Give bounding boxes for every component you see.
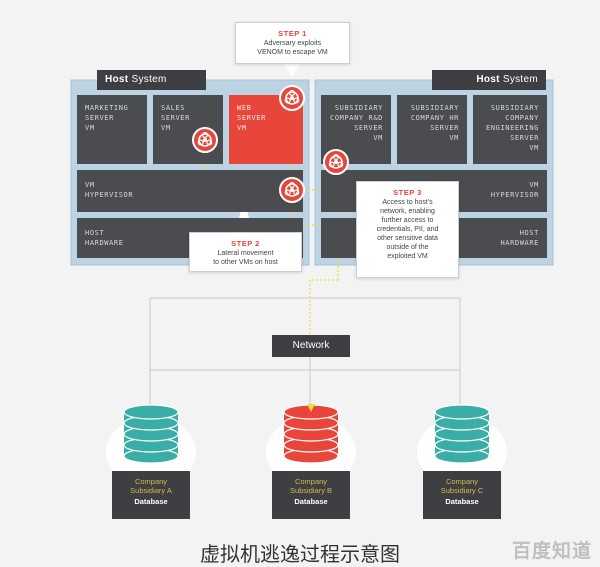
step1-title: STEP 1: [278, 29, 307, 38]
step2-title: STEP 2: [231, 239, 260, 248]
left-host-title-rest: System: [128, 74, 167, 85]
step2-callout: STEP 2 Lateral movement to other VMs on …: [189, 232, 302, 272]
database-b-line2: Subsidiary B: [289, 486, 333, 495]
database-a-line2: Subsidiary A: [130, 486, 172, 495]
database-c-line1: Company: [445, 477, 479, 486]
subsidiary-hr-server-vm[interactable]: SUBSIDIARY COMPANY HR SERVER VM: [397, 95, 467, 164]
marketing-server-vm[interactable]: MARKETING SERVER VM: [77, 95, 147, 164]
left-host-title-bold: Host: [105, 74, 129, 85]
database-b-label[interactable]: Company Subsidiary B Database: [272, 471, 350, 519]
database-a-line3: Database: [134, 497, 168, 506]
left-vm-hypervisor[interactable]: VM HYPERVISOR: [77, 170, 303, 212]
database-a-icon: [106, 404, 196, 488]
database-b-line3: Database: [294, 497, 328, 506]
biohazard-icon: [192, 127, 218, 153]
database-b-line1: Company: [294, 477, 328, 486]
watermark-logo: 百度知道: [511, 541, 592, 562]
database-a-line1: Company: [134, 477, 168, 486]
right-host-title: Host System: [432, 70, 546, 90]
biohazard-icon: [279, 177, 305, 203]
database-c-line2: Subsidiary C: [440, 486, 484, 495]
step1-callout: STEP 1 Adversary exploits VENOM to escap…: [235, 22, 350, 64]
database-c-line3: Database: [445, 497, 479, 506]
database-b-icon: [266, 404, 356, 488]
step1-body: Adversary exploits VENOM to escape VM: [257, 40, 328, 56]
biohazard-icon: [279, 85, 305, 111]
database-a-label[interactable]: Company Subsidiary A Database: [112, 471, 190, 519]
right-host-title-rest: System: [499, 74, 538, 85]
step1-pointer: [284, 64, 300, 76]
database-c-label[interactable]: Company Subsidiary C Database: [423, 471, 501, 519]
database-c-icon: [417, 404, 507, 488]
biohazard-icon: [323, 149, 349, 175]
step3-body: Access to host's network, enabling furth…: [376, 199, 439, 260]
step2-body: Lateral movement to other VMs on host: [213, 250, 278, 266]
subsidiary-engineering-server-vm[interactable]: SUBSIDIARY COMPANY ENGINEERING SERVER VM: [473, 95, 547, 164]
left-host-title: Host System: [97, 70, 206, 90]
step3-title: STEP 3: [393, 188, 422, 197]
arrow-down-icon: [307, 404, 315, 412]
right-host-title-bold: Host: [476, 74, 500, 85]
figure-caption: 虚拟机逃逸过程示意图: [200, 544, 400, 566]
network-connectors: [149, 297, 461, 468]
network-node[interactable]: Network: [272, 335, 350, 357]
step3-callout: STEP 3 Access to host's network, enablin…: [356, 181, 459, 278]
